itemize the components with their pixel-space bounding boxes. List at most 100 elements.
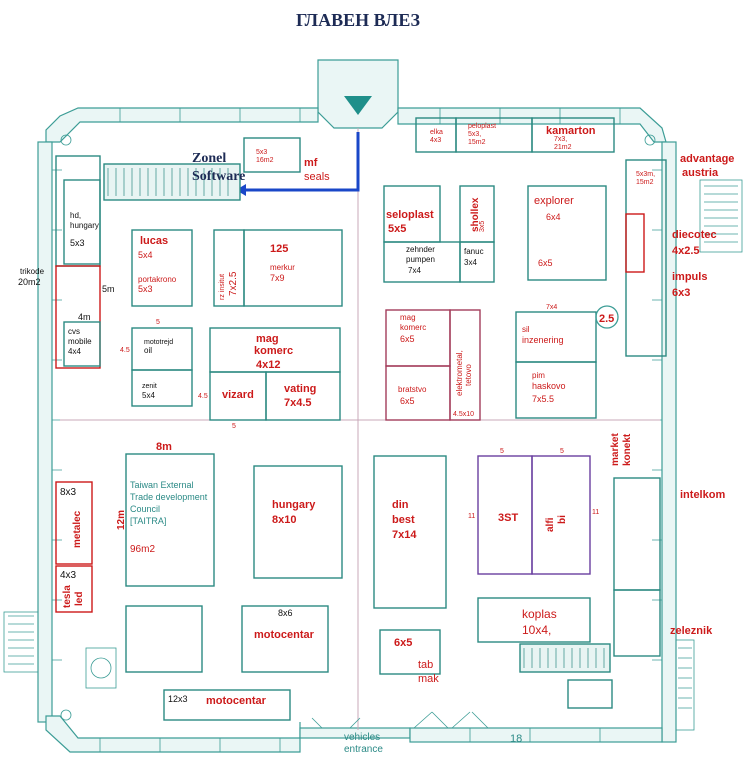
hd-size: 5x3 xyxy=(70,238,85,248)
hungary-name: hungary xyxy=(272,499,316,511)
lucas-name: lucas xyxy=(140,235,168,247)
trikode-area: 20m2 xyxy=(18,277,41,287)
zehnder-line1: zehnder xyxy=(406,245,435,254)
peloplast-area: 15m2 xyxy=(468,139,486,146)
metalec-name: metalec xyxy=(72,510,83,548)
taitra-line4: [TAITRA] xyxy=(130,516,166,526)
din-line1: din xyxy=(392,499,409,511)
diecotec-name: diecotec xyxy=(672,229,717,241)
hungary-size: 8x10 xyxy=(272,514,296,526)
route-arrowhead-icon xyxy=(236,184,246,196)
tab-line1: tab xyxy=(418,659,433,671)
portakrono-name: portakrono xyxy=(138,275,177,284)
din-line2: best xyxy=(392,514,415,526)
kamarton-area: 21m2 xyxy=(554,144,572,151)
sil-line2: inzenering xyxy=(522,335,564,345)
vizard-name: vizard xyxy=(222,389,254,401)
marker-circle xyxy=(595,305,619,329)
bottom-doors xyxy=(311,711,489,729)
cvs-line1: cvs xyxy=(68,327,80,336)
impuls-size: 6x3 xyxy=(672,287,690,299)
tab-line2: mak xyxy=(418,673,439,685)
dim-5a: 5 xyxy=(156,319,160,326)
mag-big-line2: komerc xyxy=(254,345,293,357)
rz-name: rz insitut xyxy=(219,274,226,300)
fanuc-name: fanuc xyxy=(464,247,484,256)
elka-size: 4x3 xyxy=(430,137,441,144)
mag-small-size: 6x5 xyxy=(400,334,415,344)
zenit-size: 5x4 xyxy=(142,391,155,400)
mf-size: 5x3 xyxy=(256,149,267,156)
mag-small-line1: mag xyxy=(400,313,416,322)
elektrometal-line1: elektrometal, xyxy=(455,350,464,396)
zenit-name: zenit xyxy=(142,383,157,390)
seloplast-size: 5x5 xyxy=(388,223,406,235)
elektrometal-line2: tetovo xyxy=(464,364,473,386)
pim-line2: haskovo xyxy=(532,381,566,391)
mf-line1: mf xyxy=(304,157,318,169)
tesla-size: 4x3 xyxy=(60,570,77,581)
lucas-size: 5x4 xyxy=(138,250,153,260)
pim-size: 7x5.5 xyxy=(532,394,554,404)
kamarton-size: 7x3, xyxy=(554,136,567,143)
merkur-num: 125 xyxy=(270,243,288,255)
mototrejd-line2: oil xyxy=(144,346,152,355)
taitra-line2: Trade development xyxy=(130,492,208,502)
zehnder-size: 7x4 xyxy=(408,266,421,275)
dim-5c: 5 xyxy=(500,448,504,455)
left-stairs xyxy=(3,611,117,689)
vehicles-line1: vehicles xyxy=(344,732,380,743)
kamarton-name: kamarton xyxy=(546,125,596,137)
shollex-name: shollex xyxy=(470,197,481,232)
right-stairs xyxy=(675,179,743,731)
booth-shapes xyxy=(55,117,667,721)
dim-7x4: 7x4 xyxy=(546,304,557,311)
merkur-name: merkur xyxy=(270,263,295,272)
peloplast-size: 5x3, xyxy=(468,131,481,138)
advantage-line1: advantage xyxy=(680,153,734,165)
portakrono-size: 5x3 xyxy=(138,284,153,294)
dim-5d: 5 xyxy=(560,448,564,455)
building-walls xyxy=(37,59,677,753)
vating-name: vating xyxy=(284,383,316,395)
koplas-size: 10x4, xyxy=(522,623,551,637)
dim-18: 18 xyxy=(510,733,522,745)
metalec-size: 8x3 xyxy=(60,487,77,498)
market-line2: konekt xyxy=(622,433,633,466)
shollex-size: 3x5 xyxy=(479,221,486,232)
din-size: 7x14 xyxy=(392,529,417,541)
bratstvo-size: 6x5 xyxy=(400,396,415,406)
mag-big-line1: mag xyxy=(256,333,279,345)
bratstvo-name: bratstvo xyxy=(398,385,427,394)
highlight-zonel-line1: Zonel xyxy=(192,151,226,166)
trikode-name: trikode xyxy=(20,267,45,276)
dim-12m: 12m xyxy=(116,510,127,530)
cvs-line2: mobile xyxy=(68,337,92,346)
mag-big-size: 4x12 xyxy=(256,359,280,371)
route-arrow xyxy=(244,132,360,192)
vating-size: 7x4.5 xyxy=(284,397,312,409)
rz-size: 7x2.5 xyxy=(228,271,239,296)
zeleznik-name: zeleznik xyxy=(670,625,713,637)
dim-8m: 8m xyxy=(156,441,172,453)
vehicles-line2: entrance xyxy=(344,744,383,755)
tesla-line1: tesla xyxy=(62,585,73,608)
elka-name: elka xyxy=(430,129,443,136)
dim-5b: 5 xyxy=(232,423,236,430)
tab-size: 6x5 xyxy=(394,637,412,649)
mototrejd-line1: mototrejd xyxy=(144,339,173,346)
moto-mid-size: 8x6 xyxy=(278,608,293,618)
hd-line2: hungary xyxy=(70,221,99,230)
moto-bot-name: motocentar xyxy=(206,695,267,707)
dim-5m: 5m xyxy=(102,284,115,294)
intelkom-name: intelkom xyxy=(680,489,725,501)
dim-45b: 4.5 xyxy=(198,393,208,400)
highlight-zonel-line2: Software xyxy=(192,169,245,184)
plan-title: ГЛАВЕН ВЛЕЗ xyxy=(296,10,421,30)
mag-small-line2: komerc xyxy=(400,323,426,332)
dim-11a: 11 xyxy=(468,513,475,520)
alfi-line2: bi xyxy=(557,515,568,524)
moto-mid-name: motocentar xyxy=(254,629,315,641)
dim-45a: 4.5 xyxy=(120,347,130,354)
moto-bot-size: 12x3 xyxy=(168,694,188,704)
